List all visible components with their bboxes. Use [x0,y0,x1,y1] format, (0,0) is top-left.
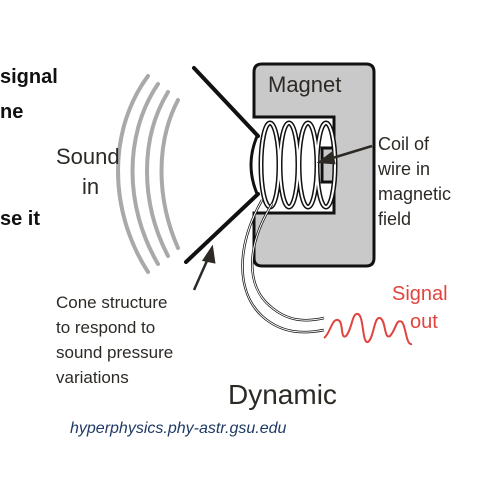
slide-text-line-1: signal [0,66,58,88]
sound-wave-2 [130,82,160,266]
source-credit: hyperphysics.phy-astr.gsu.edu [70,420,287,437]
coil-label-line-1: Coil of [378,134,430,154]
slide-text-line-3: se it [0,208,41,230]
sound-wave-3 [145,90,170,258]
coil-label-line-3: magnetic [378,184,451,204]
pointer-arrows [192,144,373,291]
cone-structure [184,66,260,264]
cone-label-line-2: to respond to [56,318,155,337]
signal-label-line-2: out [410,311,438,333]
sound-label-line-1: Sound [56,144,120,169]
cone-label-line-4: variations [56,368,129,387]
sound-wave-1 [116,74,150,274]
sound-wave-4 [159,98,180,250]
coil-label-line-2: wire in [377,159,430,179]
lead-wires-inner [242,199,325,333]
coil-inner [260,122,336,208]
signal-label-line-1: Signal [392,283,448,305]
coil-label-line-4: field [378,209,411,229]
slide-text-line-2: ne [0,101,24,123]
cone-label-line-3: sound pressure [56,343,173,362]
coil-pointer-head [316,150,336,165]
cone-label-line-1: Cone structure [56,293,168,312]
magnet-body [252,62,376,268]
diagram-title: Dynamic [228,379,337,410]
cone-bracket [249,133,260,197]
sound-waves [116,74,180,274]
cone-upper-line [192,66,260,138]
cone-pointer-head [201,244,216,264]
cone-lower-line [184,192,260,264]
sound-label-line-2: in [82,174,99,199]
signal-waveform [323,312,413,346]
magnet-label: Magnet [268,72,341,97]
